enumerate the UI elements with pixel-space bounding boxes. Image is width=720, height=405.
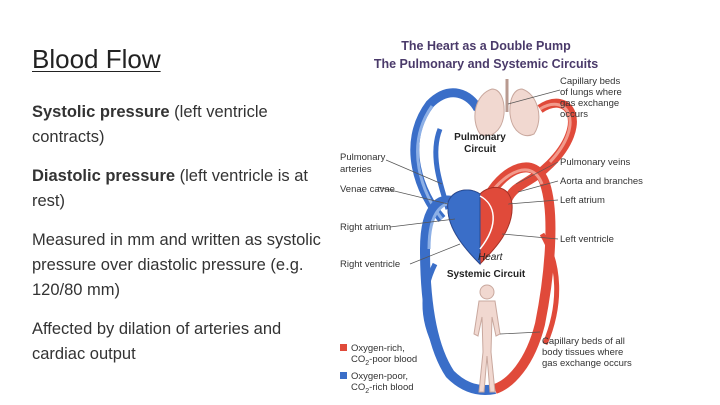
capillary-lungs-label-2: of lungs where (560, 87, 622, 98)
legend-oxygen-poor-line2: CO2-rich blood (351, 382, 414, 395)
capillary-body-label-3: gas exchange occurs (542, 358, 632, 369)
capillary-lungs-label-1: Capillary beds (560, 76, 620, 87)
systolic-description: (left ventricle contracts) (32, 103, 268, 146)
human-figure (473, 284, 501, 393)
heart (447, 186, 513, 266)
slide-body: Systolic pressure (left ventricle contra… (32, 100, 324, 381)
diastolic-term: Diastolic pressure (32, 167, 176, 185)
heart-label: Heart (478, 252, 504, 263)
diastolic-description: (left ventricle is at rest) (32, 167, 309, 210)
pulmonary-circuit-label-2: Circuit (464, 144, 496, 155)
systemic-circuit-label: Systemic Circuit (447, 269, 526, 280)
affected-paragraph: Affected by dilation of arteries and car… (32, 320, 282, 363)
legend: Oxygen-rich, CO2-poor blood Oxygen-poor,… (340, 343, 417, 395)
pulmonary-veins-label: Pulmonary veins (560, 157, 630, 168)
aorta-label: Aorta and branches (560, 176, 643, 187)
legend-swatch-oxygen-rich (340, 344, 347, 351)
leader-lines (377, 89, 561, 335)
measured-paragraph: Measured in mm and written as systolic p… (32, 231, 321, 299)
pulmonary-circuit-label-1: Pulmonary (454, 132, 506, 143)
slide-title: Blood Flow (32, 44, 161, 74)
circulation-diagram-svg: The Heart as a Double Pump The Pulmonary… (340, 39, 643, 396)
legend-oxygen-rich-line1: Oxygen-rich, (351, 343, 405, 354)
legend-oxygen-rich-line2: CO2-poor blood (351, 354, 417, 367)
legend-swatch-oxygen-poor (340, 372, 347, 379)
double-pump-diagram: The Heart as a Double Pump The Pulmonary… (330, 34, 720, 405)
capillary-lungs-label-3: gas exchange (560, 98, 619, 109)
right-ventricle-label: Right ventricle (340, 259, 400, 270)
capillary-body-label-1: Capillary beds of all (542, 336, 625, 347)
right-atrium-label: Right atrium (340, 222, 391, 233)
pulmonary-arteries-label-2: arteries (340, 164, 372, 175)
systolic-term: Systolic pressure (32, 103, 170, 121)
diagram-title-line1: The Heart as a Double Pump (401, 39, 571, 53)
left-atrium-label: Left atrium (560, 195, 605, 206)
capillary-body-label-2: body tissues where (542, 347, 623, 358)
lungs (474, 79, 540, 137)
diagram-title-line2: The Pulmonary and Systemic Circuits (374, 57, 598, 71)
pulmonary-vein-vessels (503, 98, 577, 202)
capillary-lungs-label-4: occurs (560, 109, 588, 120)
pulmonary-arteries-label-1: Pulmonary (340, 152, 386, 163)
left-ventricle-label: Left ventricle (560, 234, 614, 245)
diastolic-paragraph: Diastolic pressure (left ventricle is at… (32, 164, 324, 214)
venae-cavae-label: Venae cavae (340, 184, 395, 195)
systolic-paragraph: Systolic pressure (left ventricle contra… (32, 100, 324, 150)
legend-oxygen-poor-line1: Oxygen-poor, (351, 371, 408, 382)
